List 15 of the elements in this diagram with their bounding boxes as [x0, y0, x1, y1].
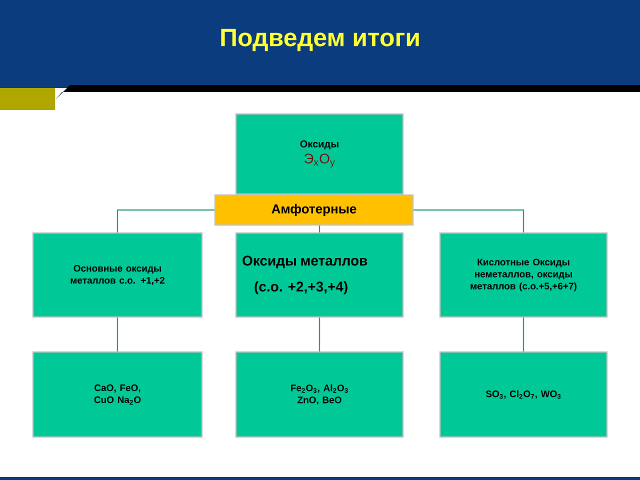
example-box: CaO, FeO, CuO Na$_{2}$O — [32, 351, 203, 438]
example-box: SO$_{3}$, Cl$_{2}$O$_{7}$, WO$_{3}$ — [439, 351, 608, 438]
example-box: Fe$_{2}$O$_{3}$, Al$_{2}$O$_{3}$ ZnO, BeO — [235, 351, 404, 438]
connector-line — [116, 209, 214, 232]
title: Подведем итоги — [221, 28, 419, 52]
connector-line — [522, 318, 524, 352]
connector-line — [116, 318, 118, 352]
label-band: Амфотерные — [214, 194, 414, 226]
category-box: Оксиды металлов (с.о. +2,+3,+4) — [235, 232, 404, 318]
connector-line — [318, 226, 320, 232]
category-box: Основные оксиды металлов с.о. +1,+2 — [32, 232, 203, 318]
category-box: Кислотные Оксиды неметаллов, оксиды металлов (с.о.+5,+6+7) — [439, 232, 608, 318]
connector-line — [318, 318, 320, 352]
category-box: Оксиды Э$_{x}$О$_{y}$ — [235, 113, 404, 195]
connector-line — [414, 209, 524, 232]
